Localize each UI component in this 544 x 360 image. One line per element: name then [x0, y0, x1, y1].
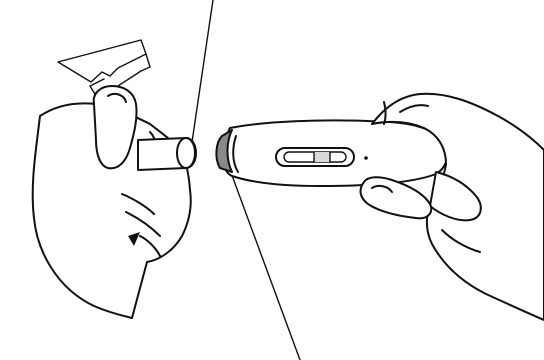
left-thumbnail-icon [107, 93, 127, 103]
right-hand [359, 92, 544, 321]
separator-line-upper [191, 0, 214, 143]
separator-line-lower [229, 169, 301, 360]
pen-collar-line [232, 135, 239, 173]
arrow-back-icon [89, 70, 142, 100]
direction-arrows [57, 39, 151, 100]
pen-cap-end-icon [176, 137, 196, 169]
shadow-mark [128, 232, 140, 246]
pen-tip-icon [215, 129, 233, 173]
right-knuckle-line [399, 104, 429, 113]
left-hand [31, 85, 192, 319]
right-thumb-icon [359, 176, 433, 220]
pen-cap [137, 137, 197, 171]
right-finger-edge [383, 101, 387, 125]
left-thumb-icon [92, 85, 138, 170]
injection-pen [215, 119, 449, 187]
pen-window-shade-icon [314, 152, 330, 162]
finger-crease-3 [139, 235, 161, 257]
arrow-front-icon [57, 39, 147, 83]
right-palm-crease [441, 229, 481, 253]
arrow-back-tail-icon [140, 53, 151, 72]
finger-crease-1 [121, 193, 155, 215]
pen-window-marks [313, 151, 331, 163]
pen-dot-icon [364, 156, 368, 160]
right-fingers-icon [429, 171, 482, 222]
finger-crease-2 [125, 211, 161, 237]
right-thumbnail-icon [371, 184, 393, 193]
